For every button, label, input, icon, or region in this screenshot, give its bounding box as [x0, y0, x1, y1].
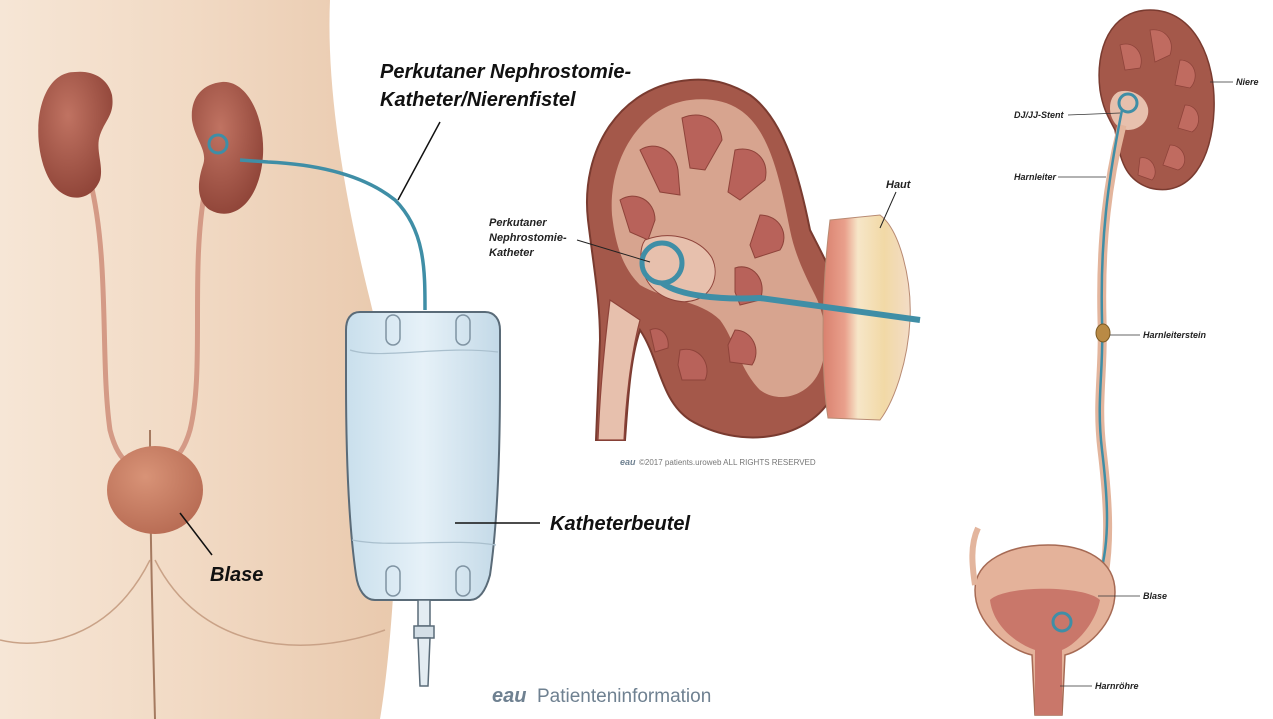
buttock-right-curve — [154, 559, 386, 646]
label-stone: Harnleiterstein — [1143, 330, 1207, 340]
label-nephrostomy-catheter: Perkutaner Nephrostomie- — [380, 61, 632, 83]
label-catheter-middle-line3: Katheter — [489, 247, 534, 259]
label-skin: Haut — [886, 179, 912, 191]
label-catheter-middle: Perkutaner — [489, 217, 547, 229]
label-ureter: Harnleiter — [1014, 172, 1057, 182]
left-ureter-stub — [969, 526, 981, 586]
copyright-text: ©2017 patients.uroweb ALL RIGHTS RESERVE… — [639, 458, 816, 467]
leader-bladder-left — [179, 512, 213, 556]
stent-coil-lower — [1051, 611, 1073, 633]
bladder-left-view — [107, 446, 203, 534]
label-urethra: Harnröhre — [1095, 681, 1139, 691]
nephrostomy-tube — [239, 158, 427, 311]
footer-brand: eau Patienteninformation — [492, 685, 711, 707]
label-nephrostomy-catheter-line2: Katheter/Nierenfistel — [380, 89, 576, 111]
bladder-interior — [990, 588, 1100, 715]
kidney-section-panel: Perkutaner Nephrostomie- Katheter Haut e… — [489, 78, 921, 467]
footer-title: Patienteninformation — [537, 686, 711, 707]
label-catheter-middle-line2: Nephrostomie- — [489, 232, 567, 244]
catheter-coil-left-view — [207, 133, 229, 155]
leader-skin — [879, 191, 897, 229]
label-catheter-bag: Katheterbeutel — [550, 513, 690, 535]
stent-view-panel: Niere DJ/JJ-Stent Harnleiter Harnleiters… — [969, 9, 1259, 716]
right-kidney-pyramids — [1119, 29, 1199, 181]
label-bladder-right: Blase — [1143, 591, 1167, 601]
skin-layers — [822, 214, 911, 421]
label-stent: DJ/JJ-Stent — [1014, 110, 1065, 120]
ureter-stone — [1095, 323, 1111, 343]
leader-catheter-left — [397, 121, 441, 201]
stent-coil-upper — [1117, 92, 1139, 114]
catheter-bag — [345, 311, 501, 687]
eau-logo: eau — [492, 685, 526, 707]
label-kidney-right: Niere — [1236, 77, 1259, 87]
ureter-section — [597, 298, 641, 441]
label-bladder-left: Blase — [210, 564, 263, 586]
renal-pyramids — [619, 114, 785, 381]
buttock-left-curve — [0, 559, 151, 644]
kidney-left — [38, 71, 113, 198]
leader-catheter-middle — [576, 239, 651, 263]
leader-stent — [1067, 112, 1121, 116]
copyright-logo: eau — [620, 457, 636, 467]
catheter-section-tube — [660, 280, 921, 323]
back-view-panel: Perkutaner Nephrostomie- Katheter/Nieren… — [0, 0, 690, 719]
